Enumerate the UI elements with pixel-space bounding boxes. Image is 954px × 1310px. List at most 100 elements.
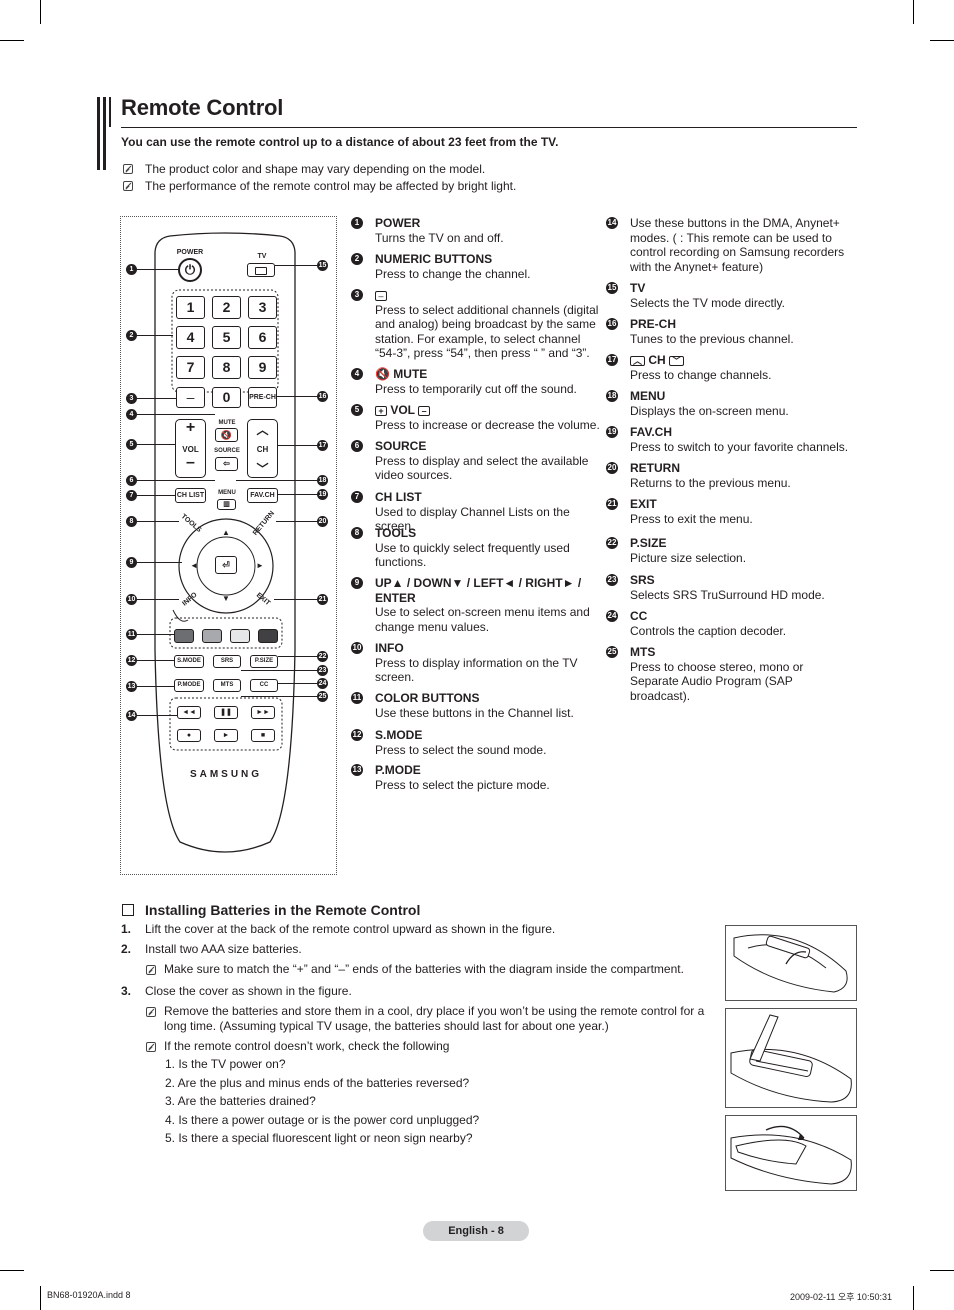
fast-forward-button[interactable]: ►► — [251, 706, 275, 719]
item-number: 3 — [351, 289, 363, 301]
note-text: The product color and shape may vary dep… — [145, 162, 486, 176]
favch-button[interactable]: FAV.CH — [247, 488, 278, 503]
item-number: 1 — [351, 217, 363, 229]
step-note: Make sure to match the “+” and “–” ends … — [164, 962, 684, 976]
up-arrow-icon[interactable]: ▲ — [222, 528, 230, 537]
stop-button[interactable]: ■ — [251, 729, 275, 742]
callout-line — [137, 480, 215, 481]
item-desc: Press to select the sound mode. — [375, 742, 547, 757]
note-icon — [146, 1007, 156, 1017]
color-button-yellow[interactable] — [230, 629, 250, 643]
digit-4-button[interactable]: 4 — [176, 326, 205, 349]
chlist-button[interactable]: CH LIST — [175, 488, 206, 503]
psize-button[interactable]: P.SIZE — [250, 655, 278, 668]
item-title: RETURN — [630, 461, 680, 475]
item-desc: Press to select the picture mode. — [375, 777, 550, 792]
prech-button[interactable]: PRE-CH — [248, 387, 277, 408]
mute-button[interactable]: 🔇 — [215, 428, 238, 442]
item-desc: Displays the on-screen menu. — [630, 403, 789, 418]
mts-button[interactable]: MTS — [213, 679, 241, 692]
item-number: 8 — [351, 527, 363, 539]
dash-button[interactable]: – — [176, 387, 205, 408]
item-title: SRS — [630, 573, 655, 587]
item-number: 16 — [606, 318, 618, 330]
callout-21: 21 — [317, 594, 328, 605]
check-item: 4. Is there a power outage or is the pow… — [165, 1113, 480, 1127]
item-desc: Picture size selection. — [630, 550, 747, 565]
item-number: 19 — [606, 426, 618, 438]
color-button-blue[interactable] — [258, 629, 278, 643]
rewind-button[interactable]: ◄◄ — [177, 706, 201, 719]
item-title: S.MODE — [375, 728, 423, 742]
color-button-green[interactable] — [202, 629, 222, 643]
callout-7: 7 — [126, 490, 137, 501]
digit-8-button[interactable]: 8 — [212, 356, 241, 379]
digit-6-button[interactable]: 6 — [248, 326, 277, 349]
item-number: 6 — [351, 440, 363, 452]
digit-0-button[interactable]: 0 — [212, 387, 241, 408]
ch-rocker[interactable] — [247, 419, 278, 478]
callout-14: 14 — [126, 710, 137, 721]
item-title: VOL — [390, 403, 415, 417]
item-vol: + VOL –Press to increase or decrease the… — [375, 403, 600, 432]
item-title: INFO — [375, 641, 404, 655]
srs-button[interactable]: SRS — [213, 655, 241, 668]
callout-24: 24 — [317, 678, 328, 689]
item-number: 25 — [606, 646, 618, 658]
digit-9-button[interactable]: 9 — [248, 356, 277, 379]
step-number: 3. — [121, 984, 132, 998]
step-number: 1. — [121, 922, 132, 936]
pmode-button[interactable]: P.MODE — [174, 679, 204, 692]
item-number: 9 — [351, 577, 363, 589]
callout-line — [278, 445, 317, 446]
digit-3-button[interactable]: 3 — [248, 296, 277, 319]
enter-button[interactable]: ⏎ — [215, 556, 237, 574]
note-icon — [123, 181, 133, 191]
record-button[interactable]: ● — [177, 729, 201, 742]
play-button[interactable]: ► — [214, 729, 238, 742]
item-anynet: Use these buttons in the DMA, Anynet+ mo… — [630, 216, 850, 274]
callout-25: 25 — [317, 691, 328, 702]
digit-2-button[interactable]: 2 — [212, 296, 241, 319]
item-number: 20 — [606, 462, 618, 474]
battery-figure-2 — [725, 1008, 857, 1108]
source-button[interactable]: ⇦ — [215, 457, 238, 471]
vol-plus-glyph: + — [185, 419, 196, 436]
mute-label: MUTE — [218, 420, 236, 426]
smode-button[interactable]: S.MODE — [174, 655, 204, 668]
tv-label: TV — [257, 253, 267, 260]
item-desc: Press to exit the menu. — [630, 511, 753, 526]
left-arrow-icon[interactable]: ◄ — [190, 561, 198, 570]
menu-button[interactable]: ▥ — [217, 499, 236, 510]
digit-1-button[interactable]: 1 — [176, 296, 205, 319]
item-dash: –Press to select additional channels (di… — [375, 288, 600, 361]
item-title: EXIT — [630, 497, 657, 511]
digit-7-button[interactable]: 7 — [176, 356, 205, 379]
digit-5-button[interactable]: 5 — [212, 326, 241, 349]
callout-17: 17 — [317, 440, 328, 451]
item-desc: Controls the caption decoder. — [630, 623, 787, 638]
tv-button[interactable] — [247, 263, 275, 277]
callout-line — [137, 599, 179, 600]
vol-rocker[interactable] — [175, 419, 206, 478]
right-arrow-icon[interactable]: ► — [256, 561, 264, 570]
callout-line — [278, 683, 317, 684]
down-arrow-icon[interactable]: ▼ — [222, 594, 230, 603]
mute-icon: 🔇 — [375, 367, 394, 381]
crop-mark — [0, 40, 24, 41]
item-desc: Use these buttons in the Channel list. — [375, 705, 574, 720]
color-button-red[interactable] — [174, 629, 194, 643]
item-desc: Tunes to the previous channel. — [630, 331, 794, 346]
item-number: 14 — [606, 217, 618, 229]
item-number: 10 — [351, 642, 363, 654]
source-label: SOURCE — [214, 448, 240, 454]
callout-line — [241, 670, 317, 671]
pause-button[interactable]: ❚❚ — [214, 706, 238, 719]
cc-button[interactable]: CC — [250, 679, 278, 692]
title-rule — [121, 127, 857, 128]
power-button[interactable]: ⏻ — [178, 258, 202, 282]
